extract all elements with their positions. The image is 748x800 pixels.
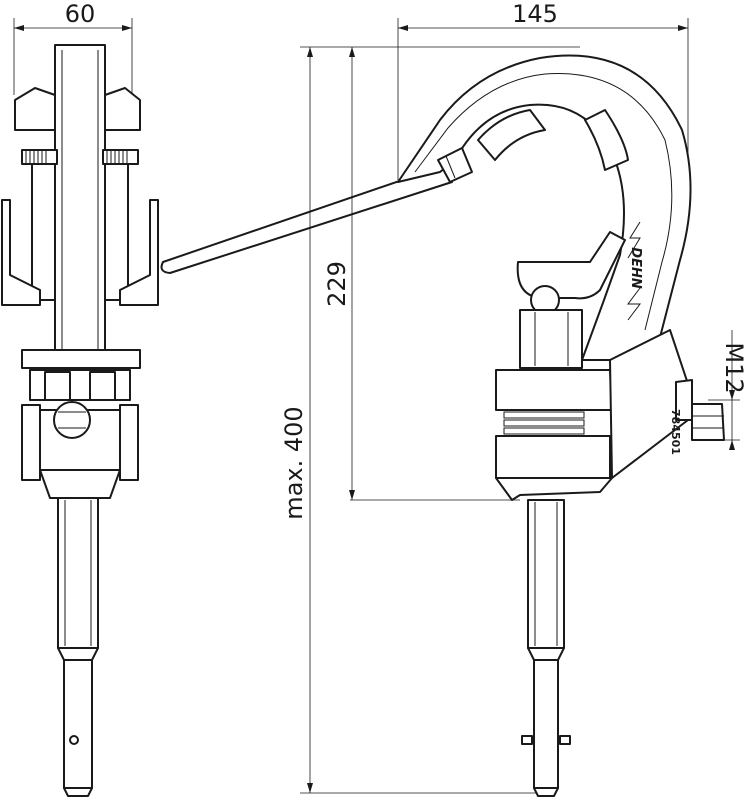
side-jaw-left <box>1 199 41 306</box>
dim-arrow <box>349 490 355 500</box>
rod-step <box>57 647 99 661</box>
dim-arrow <box>14 25 24 31</box>
lower-jaw <box>516 231 626 300</box>
joint-side-right <box>119 404 139 481</box>
hook-bar <box>54 44 106 356</box>
top-block-right <box>104 87 141 131</box>
rod-side-lower <box>533 659 559 789</box>
part-number: 784501 <box>669 409 682 455</box>
body-right <box>104 163 129 301</box>
joint-side-left <box>21 404 41 481</box>
lightning-icon <box>627 221 641 259</box>
lower-block-inner <box>44 371 71 401</box>
rod-hole <box>69 735 79 745</box>
body-column <box>519 309 583 369</box>
rod-side-tip <box>533 787 559 797</box>
body-left <box>31 163 56 301</box>
dim-145-label: 145 <box>512 0 558 28</box>
hook-inner-edge <box>414 73 673 331</box>
dim-arrow <box>729 440 735 450</box>
dim-arrow <box>729 390 735 400</box>
dim-60-label: 60 <box>65 0 96 28</box>
dim-arrow <box>678 25 688 31</box>
rod-pin-right <box>559 735 571 745</box>
top-block-left <box>14 87 56 131</box>
hook-pad-top <box>477 109 546 161</box>
handle-rod <box>160 164 453 274</box>
rod-side-upper <box>527 499 565 649</box>
operating-rod <box>160 164 453 274</box>
m12-bolt-nut <box>691 403 725 441</box>
lower-block-inner <box>89 371 116 401</box>
joint-bottom <box>39 469 121 499</box>
lightning-icon <box>627 287 641 321</box>
dim-m12-label: M12 <box>720 342 748 393</box>
rod-pin-left <box>521 735 533 745</box>
knurled-ring-left <box>21 149 58 165</box>
clamp-lower <box>495 435 611 479</box>
rod-side-step <box>527 647 565 661</box>
dim-arrow <box>122 25 132 31</box>
spring <box>503 411 585 435</box>
dim-arrow <box>349 47 355 57</box>
knurled-ring-right <box>102 149 139 165</box>
rod-lower <box>63 659 93 789</box>
clamp-base <box>495 477 613 501</box>
side-jaw-right <box>119 199 159 306</box>
lower-plate <box>21 349 141 369</box>
hook-pad-right <box>584 109 629 171</box>
dim-arrow <box>307 783 313 793</box>
front-view: 60 <box>1 0 159 797</box>
dim-400-label: max. 400 <box>280 406 308 519</box>
dim-229-label: 229 <box>323 261 351 307</box>
clamp-upper <box>495 369 613 411</box>
dim-arrow <box>307 47 313 57</box>
dim-arrow <box>398 25 408 31</box>
side-view: 145 max. 400 229 M12 D <box>280 0 748 797</box>
rod-tip <box>63 787 93 797</box>
brand-logo: DEHN <box>628 247 643 289</box>
bolt-head <box>53 401 91 439</box>
rod-upper <box>57 497 99 649</box>
